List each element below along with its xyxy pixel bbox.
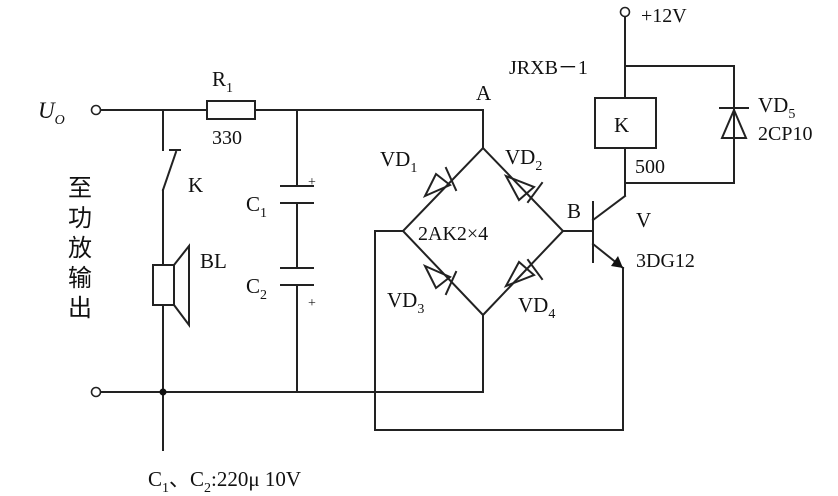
r1-value: 330 [212, 127, 242, 149]
c2-plus: + [308, 296, 316, 311]
relay-coil-label: K [614, 113, 629, 137]
amp-output-caption: 至 功 放 输 出 [68, 174, 92, 322]
c1-plus: + [308, 175, 316, 190]
diode-vd2 [503, 174, 544, 204]
diode-vd4 [503, 258, 544, 288]
relay-model-label: JRXB－1 [509, 57, 588, 79]
vd1-label: VD1 [380, 147, 417, 176]
supply-label: +12V [641, 5, 687, 27]
vd3-label: VD3 [387, 288, 424, 317]
transistor-model-label: 3DG12 [636, 250, 695, 272]
diode-vd5 [719, 107, 749, 139]
junction-dot [159, 388, 167, 396]
uo-label: UO [38, 98, 65, 128]
caption-char: 输 [68, 264, 92, 292]
ground-terminal [90, 386, 102, 398]
switch-k [161, 149, 181, 192]
vd5-model-label: 2CP10 [758, 123, 812, 145]
c2-label: C2 [246, 274, 267, 303]
node-a-label: A [476, 81, 492, 105]
diode-vd3 [422, 263, 458, 296]
uo-terminal [90, 104, 102, 116]
vd2-label: VD2 [505, 145, 542, 174]
vd4-label: VD4 [518, 293, 555, 322]
capacitor-c1 [280, 185, 314, 204]
node-b-label: B [567, 199, 581, 223]
bridge-rectifier [401, 146, 565, 317]
caption-char: 出 [68, 294, 92, 322]
switch-label: K [188, 173, 203, 197]
wires [100, 13, 735, 451]
speaker-bl [152, 243, 190, 328]
caption-char: 功 [68, 204, 92, 232]
relay-value-label: 500 [635, 156, 665, 178]
diode-vd1 [422, 166, 458, 199]
resistor-r1 [206, 100, 256, 120]
capacitor-c2 [280, 267, 314, 286]
c1-label: C1 [246, 192, 267, 221]
relay-coil-k [594, 97, 657, 149]
caption-char: 至 [68, 174, 92, 202]
vd5-label: VD5 [758, 93, 795, 122]
supply-terminal [619, 6, 631, 18]
bridge-label: 2AK2×4 [418, 223, 488, 245]
transistor-v [591, 194, 627, 270]
transistor-label: V [636, 208, 651, 232]
caption-char: 放 [68, 234, 92, 262]
capacitor-note: C1、C2:220μ 10V [148, 467, 301, 496]
speaker-label: BL [200, 249, 227, 273]
r1-label: R1 [212, 67, 233, 96]
